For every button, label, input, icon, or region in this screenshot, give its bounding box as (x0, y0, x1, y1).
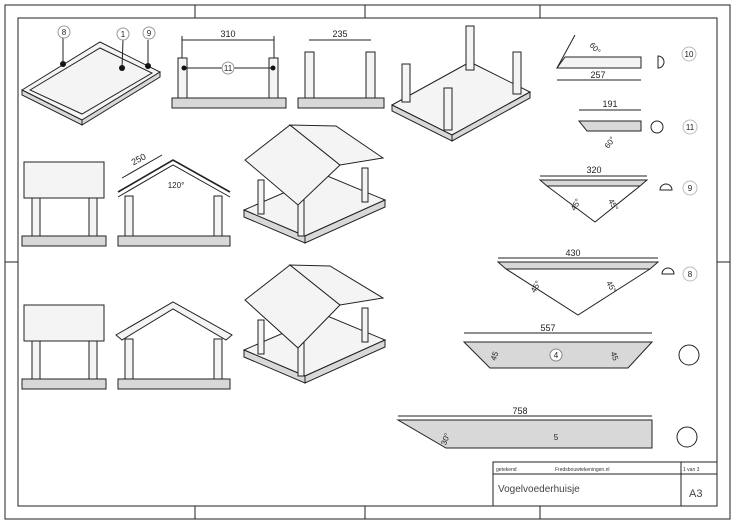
dimension-310: 310 (220, 29, 235, 39)
front-view-gable-2 (115, 301, 233, 390)
part-4-angle-left: 45 (489, 350, 501, 362)
part-5-number: 5 (554, 433, 559, 442)
front-view-posts-310: 310 11 (171, 29, 287, 109)
callout-9: 9 (147, 29, 152, 38)
part-8-length: 430 (565, 248, 580, 258)
side-view-roof (21, 161, 107, 247)
assembled-iso-view-2 (242, 264, 387, 384)
part-9-angle-right: 45° (606, 197, 620, 212)
drawn-label: getekend (496, 467, 517, 473)
front-view-gable-250: 250 120° (117, 151, 231, 247)
title-block: getekend Fredsbouwtekeningen.nl 1 van 3 … (18, 461, 718, 507)
frame-ticks (5, 5, 730, 519)
part-10-angle: 60° (588, 41, 603, 56)
callout-1: 1 (121, 30, 126, 39)
part-11: 191 60° 11 (577, 99, 698, 150)
part-8: 430 45° 45° 8 (496, 248, 698, 316)
part-4-number: 4 (554, 351, 559, 360)
dimension-235: 235 (332, 29, 347, 39)
drawing-title: Vogelvoederhuisje (498, 484, 580, 495)
part-8-angle-right: 45° (604, 279, 618, 294)
part-9: 320 45° 45° 9 (538, 165, 698, 223)
base-plate-iso-view: 8 1 9 (20, 25, 162, 126)
part-5: 758 30° 5 (396, 406, 698, 449)
part-11-angle: 60° (603, 135, 617, 150)
part-5-angle: 30° (439, 432, 452, 446)
part-9-length: 320 (586, 165, 601, 175)
part-10: 257 60° 10 (556, 34, 697, 81)
part-4: 557 45 45 4 (462, 323, 700, 369)
part-4-angle-right: 45 (609, 350, 621, 362)
side-view-posts-235: 235 (297, 29, 385, 109)
part-4-length: 557 (540, 323, 555, 333)
part-11-length: 191 (602, 99, 617, 109)
angle-120: 120° (168, 181, 185, 190)
author: Fredsbouwtekeningen.nl (555, 467, 609, 473)
callout-8: 8 (62, 28, 67, 37)
assembled-iso-view-1 (242, 124, 387, 244)
part-8-angle-left: 45° (529, 279, 543, 294)
side-view-roof-2 (21, 304, 107, 390)
sheet-number: 1 van 3 (683, 467, 700, 473)
callout-11: 11 (224, 64, 233, 73)
paper-format: A3 (689, 488, 702, 500)
part-9-angle-left: 45° (569, 197, 583, 212)
base-with-posts-iso-view (390, 25, 532, 142)
part-5-length: 758 (512, 406, 527, 416)
part-11-number: 11 (686, 123, 695, 132)
part-8-number: 8 (688, 270, 693, 279)
part-10-length: 257 (590, 70, 605, 80)
part-9-number: 9 (688, 184, 693, 193)
part-10-number: 10 (685, 50, 694, 59)
